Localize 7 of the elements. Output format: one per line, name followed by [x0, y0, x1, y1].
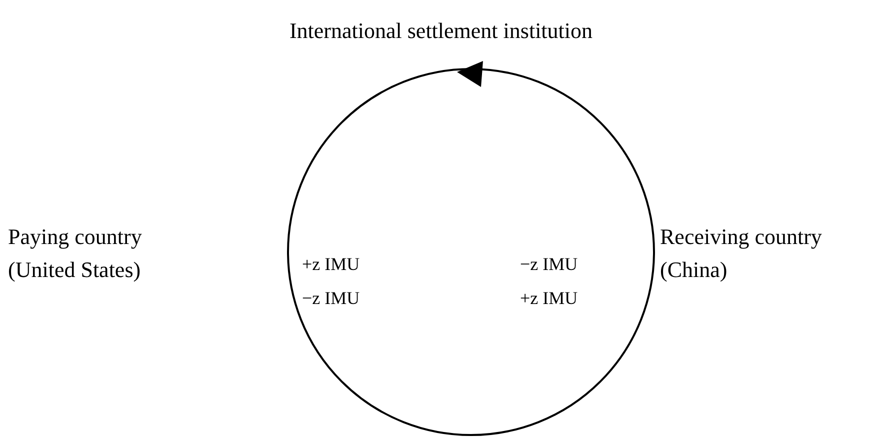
flow-amount: −z IMU — [302, 287, 360, 310]
flow-amount: +z IMU — [520, 287, 578, 310]
flow-amount: +z IMU — [302, 253, 360, 276]
country-label: Paying country (United States) — [8, 223, 143, 284]
heading: International settlement institution — [288, 17, 594, 45]
country-label: Receiving country (China) — [660, 223, 823, 284]
flow-amount: −z IMU — [520, 253, 578, 276]
